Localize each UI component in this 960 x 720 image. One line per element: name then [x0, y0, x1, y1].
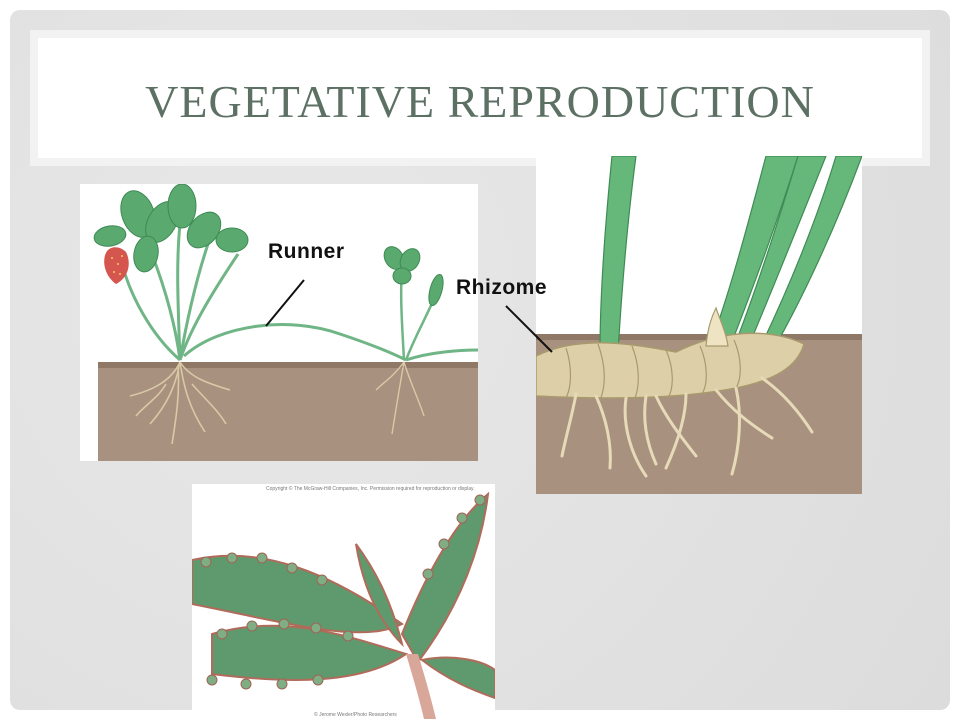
runner-leader-line — [265, 279, 305, 327]
title-box: VEGETATIVE REPRODUCTION — [30, 30, 930, 166]
rhizome-roots — [560, 376, 814, 478]
rhizome-label: Rhizome — [456, 276, 548, 299]
kalanchoe-plantlets-photo: Copyright © The McGraw-Hill Companies, I… — [192, 484, 495, 719]
photo-credit: © Jerome Wexler/Photo Researchers — [314, 712, 397, 718]
roots-parent-plant — [129, 361, 231, 445]
rhizome-bud — [705, 306, 729, 347]
daughter-leaves — [383, 246, 444, 307]
slide-title: VEGETATIVE REPRODUCTION — [145, 75, 815, 127]
rhizome-leader-line — [505, 305, 553, 353]
kalanchoe-stem — [406, 654, 436, 719]
strawberry-runner-illustration — [80, 184, 478, 461]
parent-leaves — [93, 184, 249, 273]
soil-layer — [98, 362, 478, 461]
runner-label: Runner — [268, 240, 345, 263]
copyright-notice: Copyright © The McGraw-Hill Companies, I… — [266, 486, 475, 492]
roots-daughter-plant — [375, 361, 425, 435]
rhizome-leaves — [599, 156, 862, 353]
plantlets — [200, 494, 486, 690]
runner-stolon — [183, 323, 407, 362]
rhizome-illustration — [536, 156, 862, 494]
